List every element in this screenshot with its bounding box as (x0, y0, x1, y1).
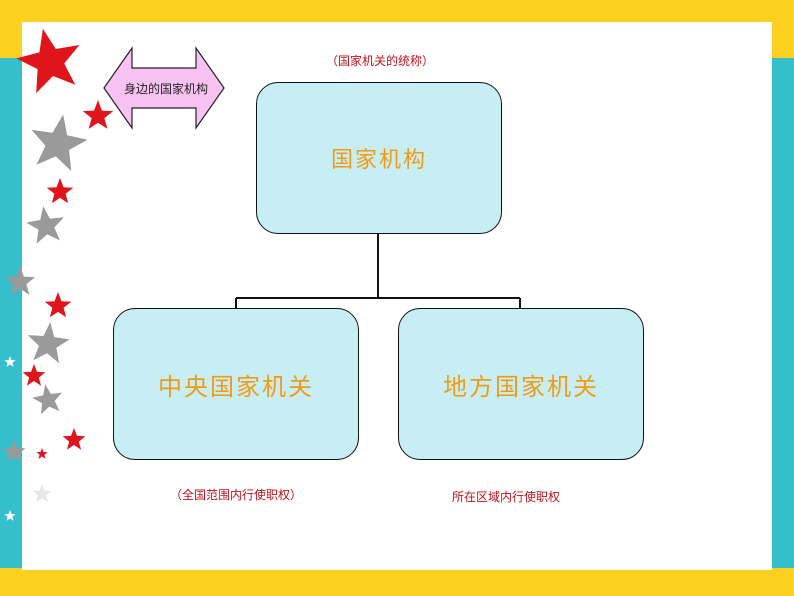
star-icon (36, 448, 48, 459)
star-icon (16, 28, 80, 94)
star-decorations (2, 28, 114, 521)
child-node-local-box: 地方国家机关 (398, 308, 644, 460)
star-icon (32, 384, 63, 415)
star-icon (32, 484, 52, 503)
arrow-label: 身边的国家机构 (123, 82, 208, 96)
frame-top-bar (0, 0, 794, 22)
child-note-local: 所在区域内行使职权 (452, 490, 561, 504)
star-icon (46, 178, 74, 204)
frame-right-teal-stripe (772, 58, 794, 568)
double-arrow-shape (103, 46, 225, 130)
root-note: （国家机关的统称） (326, 54, 435, 68)
tree-connectors (235, 232, 521, 308)
child-node-central-label: 中央国家机关 (158, 372, 314, 401)
root-node-label: 国家机构 (330, 148, 427, 173)
star-icon (82, 100, 114, 129)
star-icon (44, 292, 72, 318)
star-icon (4, 356, 16, 367)
child-note-central: （全国范围内行使职权） (170, 488, 303, 502)
child-node-central-box: 中央国家机关 (113, 308, 359, 460)
star-icon (4, 510, 16, 521)
star-icon (4, 266, 36, 295)
star-icon (26, 206, 64, 244)
root-node-box: 国家机构 (256, 82, 502, 234)
star-icon (22, 364, 46, 386)
star-icon (31, 114, 88, 171)
star-icon (27, 322, 70, 364)
star-icon (2, 440, 26, 462)
star-icon (62, 428, 86, 450)
frame-bottom-bar (0, 570, 794, 596)
child-node-local-label: 地方国家机关 (443, 372, 599, 401)
frame-left-teal-stripe (0, 58, 22, 568)
